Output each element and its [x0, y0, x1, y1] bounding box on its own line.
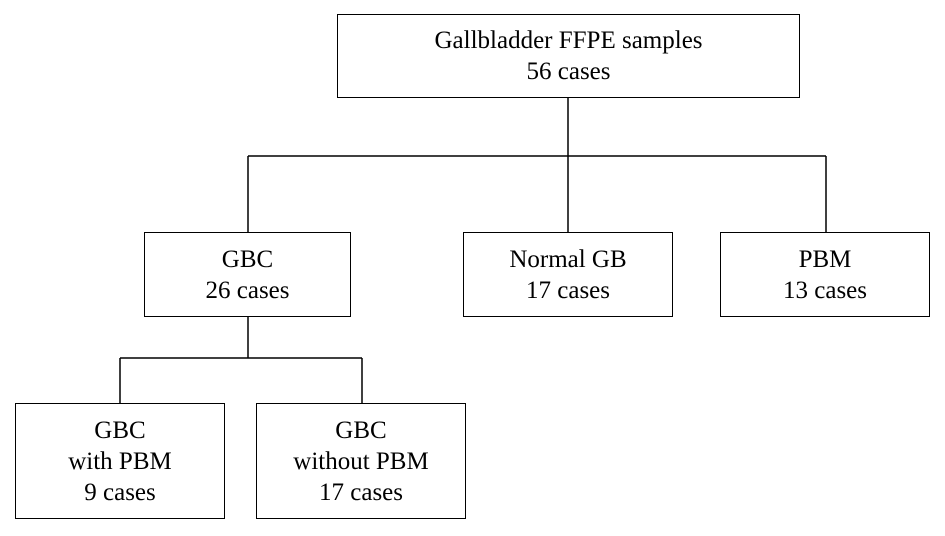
- node-text-line: GBC: [94, 416, 146, 444]
- node-text-line: PBM: [798, 245, 852, 273]
- node-gbc-with-pbm: GBC with PBM 9 cases: [15, 403, 225, 519]
- node-text-line: 13 cases: [783, 276, 867, 304]
- node-pbm: PBM 13 cases: [720, 232, 930, 317]
- node-text-line: 26 cases: [205, 276, 290, 304]
- node-text-line: GBC: [221, 245, 274, 273]
- node-text-line: Gallbladder FFPE samples: [434, 27, 703, 54]
- node-normal-gb: Normal GB 17 cases: [463, 232, 673, 317]
- node-text-line: Normal GB: [509, 245, 627, 273]
- node-text-line: without PBM: [293, 447, 429, 475]
- node-text-line: 17 cases: [526, 276, 610, 304]
- node-gbc: GBC 26 cases: [144, 232, 351, 317]
- node-text-line: 9 cases: [84, 478, 156, 506]
- node-text-line: with PBM: [68, 447, 172, 475]
- node-gallbladder-samples: Gallbladder FFPE samples 56 cases: [337, 14, 800, 98]
- node-text-line: GBC: [335, 416, 387, 444]
- node-text-line: 56 cases: [526, 58, 611, 85]
- node-gbc-without-pbm: GBC without PBM 17 cases: [256, 403, 466, 519]
- node-text-line: 17 cases: [319, 478, 403, 506]
